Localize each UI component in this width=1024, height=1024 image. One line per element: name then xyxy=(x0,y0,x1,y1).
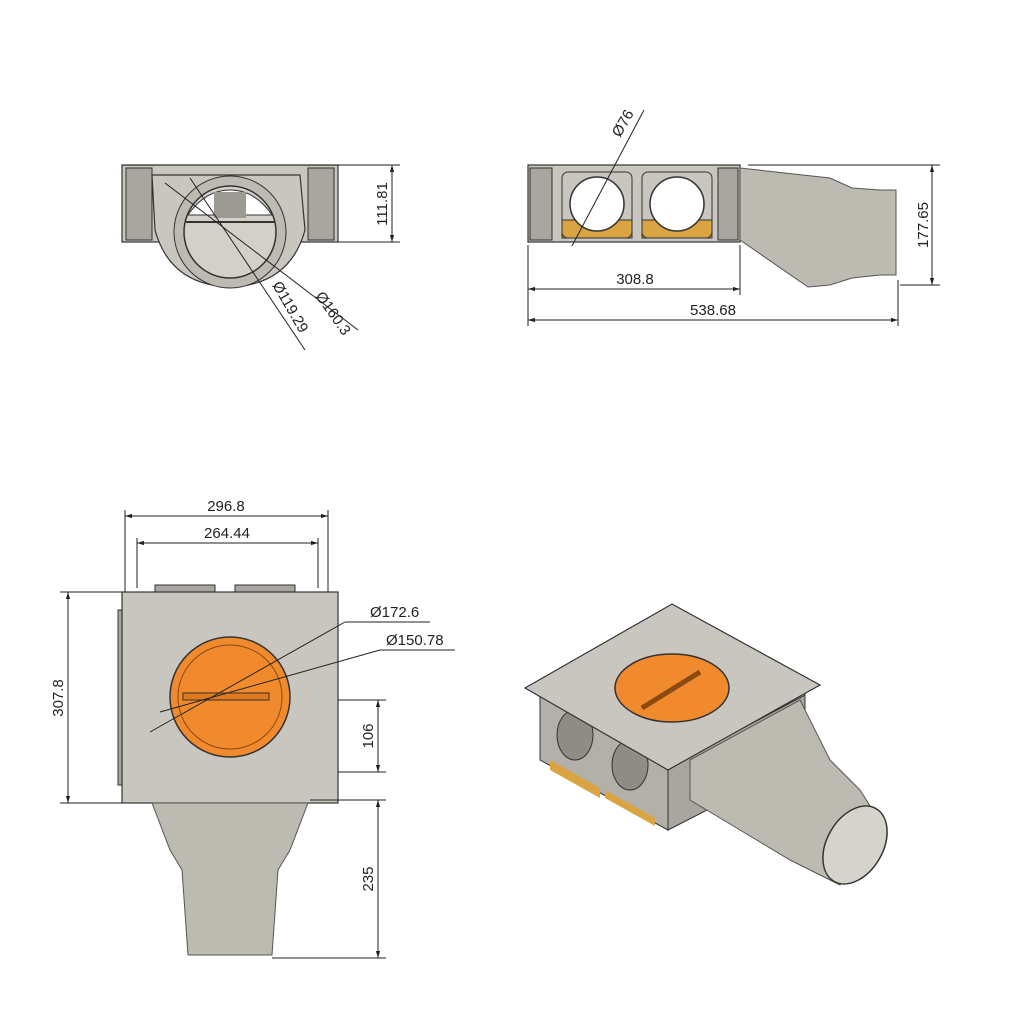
dim-depth-307: 307.8 xyxy=(50,679,67,717)
dim-length-538: 538.68 xyxy=(690,302,736,319)
front-view: 111.81 Ø160.3 Ø119.29 xyxy=(121,164,400,351)
dim-diameter-160: Ø160.3 xyxy=(312,289,354,339)
dim-diameter-76: Ø76 xyxy=(609,107,638,140)
dim-height-177: 177.65 xyxy=(915,202,932,248)
dim-width-296: 296.8 xyxy=(207,498,245,515)
dim-length-235: 235 xyxy=(360,866,377,891)
dim-height-111: 111.81 xyxy=(374,182,391,226)
dim-width-264: 264.44 xyxy=(204,525,250,542)
dim-length-308: 308.8 xyxy=(616,271,654,288)
isometric-view xyxy=(523,603,888,886)
dim-diameter-150: Ø150.78 xyxy=(386,632,444,649)
side-view: 177.65 308.8 538.68 Ø76 xyxy=(527,107,940,326)
dim-diameter-172: Ø172.6 xyxy=(370,604,419,621)
top-view: 296.8 264.44 307.8 106 235 Ø172.6 Ø150.7… xyxy=(50,498,455,959)
dim-offset-106: 106 xyxy=(360,723,377,748)
